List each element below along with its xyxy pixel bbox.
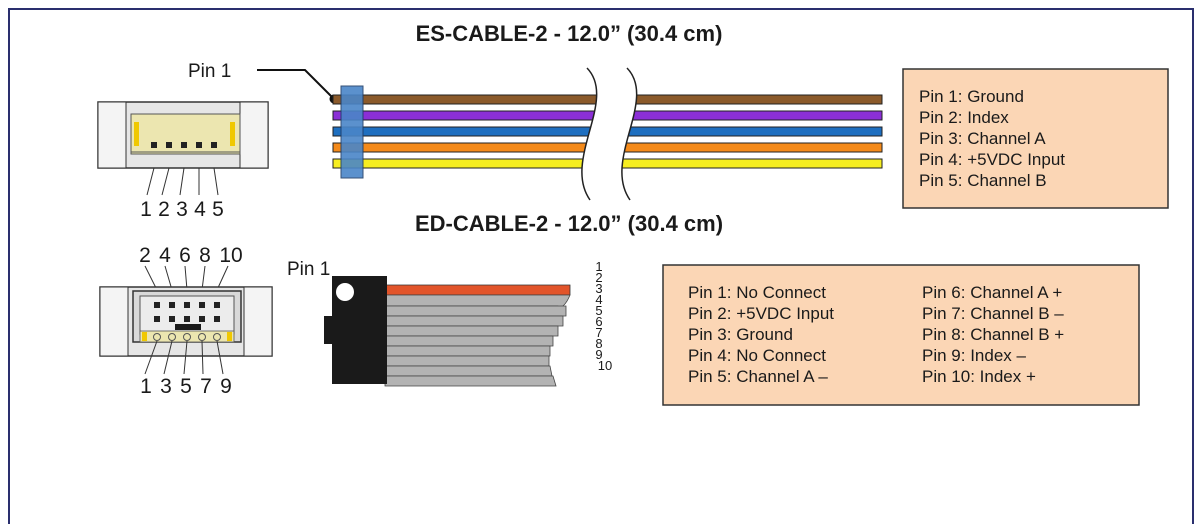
ed-ribbon-wire bbox=[384, 305, 567, 317]
ed-ribbon-number: 10 bbox=[598, 358, 612, 373]
ed-pin-number: 3 bbox=[160, 375, 172, 398]
ed-ribbon-number: 4 bbox=[595, 292, 602, 307]
ed-ribbon-number: 5 bbox=[595, 303, 602, 318]
ed-pinout-line: Pin 9: Index – bbox=[922, 346, 1027, 365]
es-cable-title: ES-CABLE-2 - 12.0” (30.4 cm) bbox=[416, 21, 723, 46]
es-pin1-leader bbox=[257, 69, 335, 100]
ed-pin1-label: Pin 1 bbox=[287, 259, 330, 280]
es-pinout-line: Pin 5: Channel B bbox=[919, 171, 1047, 190]
ed-bottom-pin-numbers: 1 3 5 7 9 bbox=[140, 375, 232, 398]
ed-ribbon-wire bbox=[384, 365, 553, 377]
es-pinout-line: Pin 3: Channel A bbox=[919, 129, 1046, 148]
ed-ribbon-number: 9 bbox=[595, 347, 602, 362]
ed-top-leaders bbox=[144, 265, 229, 291]
ed-pin1-marker bbox=[336, 283, 354, 301]
ed-ribbon-wire bbox=[384, 294, 571, 308]
es-pinout-line: Pin 1: Ground bbox=[919, 87, 1024, 106]
ed-ribbon-numbers: 1 2 3 4 5 6 7 8 9 10 bbox=[595, 259, 612, 373]
ed-ribbon-wire bbox=[384, 325, 559, 337]
ed-ribbon-number: 6 bbox=[595, 314, 602, 329]
ed-pinout-line: Pin 4: No Connect bbox=[688, 346, 826, 365]
ed-pinout-box: Pin 1: No Connect Pin 2: +5VDC Input Pin… bbox=[662, 264, 1140, 406]
ed-ribbon-number: 8 bbox=[595, 336, 602, 351]
ed-connector-key bbox=[175, 324, 201, 330]
ed-ribbon-wire bbox=[384, 335, 554, 347]
es-pin-numbers: 1 2 3 4 5 bbox=[140, 198, 224, 221]
ed-ribbon-number: 3 bbox=[595, 281, 602, 296]
ed-bottom-leaders bbox=[144, 340, 224, 375]
es-pinout-box: Pin 1: Ground Pin 2: Index Pin 3: Channe… bbox=[902, 68, 1169, 209]
ed-pin-number: 6 bbox=[179, 244, 191, 267]
es-pin-number: 1 bbox=[140, 198, 152, 221]
es-pinout-line: Pin 2: Index bbox=[919, 108, 1009, 127]
ed-pinout-line: Pin 6: Channel A + bbox=[922, 283, 1062, 302]
ed-pin-number: 1 bbox=[140, 375, 152, 398]
ed-pin-number: 4 bbox=[159, 244, 171, 267]
ed-pin-number: 2 bbox=[139, 244, 151, 267]
ed-ribbon-cable bbox=[384, 284, 571, 387]
ed-ribbon-number: 2 bbox=[595, 270, 602, 285]
ed-pinout-line: Pin 7: Channel B – bbox=[922, 304, 1064, 323]
ed-ribbon-wire bbox=[384, 355, 550, 367]
es-pin-number: 4 bbox=[194, 198, 206, 221]
es-pinout-line: Pin 4: +5VDC Input bbox=[919, 150, 1065, 169]
es-pin-number: 3 bbox=[176, 198, 188, 221]
es-pin-number: 2 bbox=[158, 198, 170, 221]
ed-pin-number: 10 bbox=[219, 244, 242, 267]
ed-ribbon-wire bbox=[384, 315, 564, 327]
ed-connector bbox=[99, 286, 273, 357]
ed-pin-number: 9 bbox=[220, 375, 232, 398]
es-cable-clip bbox=[340, 85, 364, 179]
es-pin1-label: Pin 1 bbox=[188, 61, 231, 82]
ed-ribbon-wire bbox=[384, 284, 571, 296]
ed-side-connector bbox=[324, 276, 387, 384]
ed-ribbon-wire bbox=[384, 375, 557, 387]
ed-pinout-line: Pin 2: +5VDC Input bbox=[688, 304, 834, 323]
diagram-border bbox=[8, 8, 1194, 524]
es-connector-pins bbox=[151, 142, 217, 148]
es-pin-number: 5 bbox=[212, 198, 224, 221]
ed-pinout-line: Pin 5: Channel A – bbox=[688, 367, 828, 386]
ed-pinout-line: Pin 1: No Connect bbox=[688, 283, 826, 302]
ed-connector-contacts bbox=[153, 333, 221, 341]
ed-pinout-line: Pin 10: Index + bbox=[922, 367, 1036, 386]
es-cable-break bbox=[581, 67, 638, 201]
ed-top-pin-numbers: 2 4 6 8 10 bbox=[139, 244, 243, 267]
ed-ribbon-number: 1 bbox=[595, 259, 602, 274]
ed-connector-pins-bottom bbox=[154, 316, 220, 322]
ed-cable-title: ED-CABLE-2 - 12.0” (30.4 cm) bbox=[415, 211, 723, 236]
ed-pinout-line: Pin 8: Channel B + bbox=[922, 325, 1064, 344]
ed-pinout-line: Pin 3: Ground bbox=[688, 325, 793, 344]
ed-pin-number: 8 bbox=[199, 244, 211, 267]
ed-connector-pins-top bbox=[154, 302, 220, 308]
ed-ribbon-number: 7 bbox=[595, 325, 602, 340]
ed-pin-number: 5 bbox=[180, 375, 192, 398]
es-connector bbox=[97, 101, 269, 196]
ed-pin-number: 7 bbox=[200, 375, 212, 398]
ed-ribbon-wire bbox=[384, 345, 551, 357]
